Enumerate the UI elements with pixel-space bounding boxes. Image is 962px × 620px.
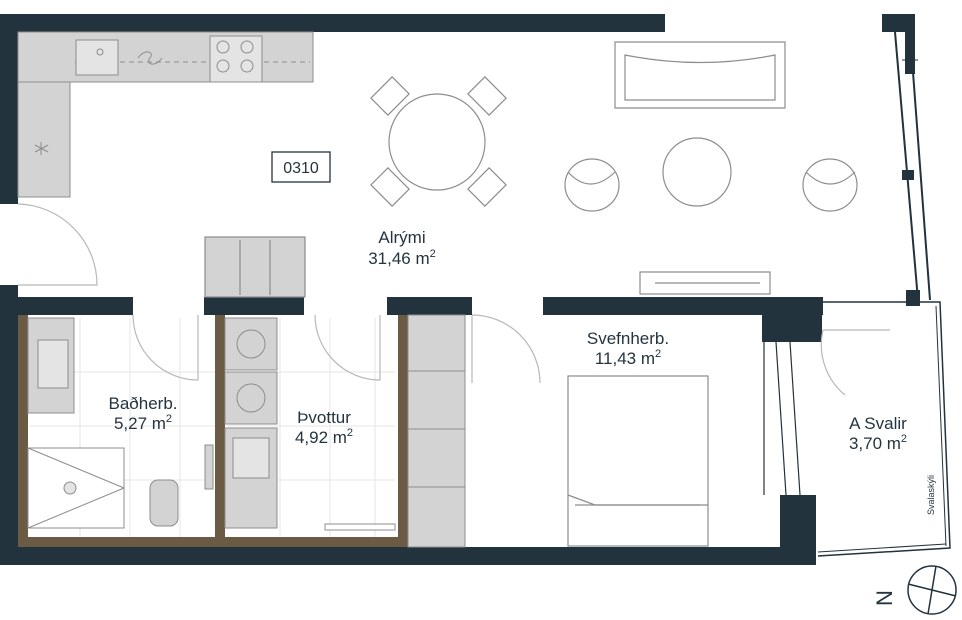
- wall-left-upper: [0, 14, 18, 204]
- bed: [567, 375, 709, 547]
- compass-north-label: N: [872, 590, 897, 606]
- room-area: 5,27 m: [114, 414, 166, 433]
- wall-top-right: [882, 14, 912, 32]
- unit-id: 0310: [283, 160, 319, 177]
- room-area-sup: 2: [901, 433, 907, 445]
- room-name: Alrými: [378, 228, 425, 247]
- wall-interior-4: [543, 297, 823, 315]
- svg-text:5,27 m2: 5,27 m2: [114, 413, 172, 433]
- room-area: 11,43 m: [595, 349, 655, 368]
- room-name: Baðherb.: [109, 394, 178, 413]
- wall-bottom: [0, 547, 800, 565]
- balcony-outline: [763, 301, 951, 557]
- room-label-laundry: Þvottur 4,92 m2: [295, 408, 353, 447]
- wall-left-lower: [0, 285, 18, 565]
- room-area-sup: 2: [166, 413, 172, 425]
- room-label-balcony: A Svalir 3,70 m2: [849, 414, 907, 453]
- svg-text:11,43 m2: 11,43 m2: [595, 348, 661, 368]
- bedroom-balcony-wall-bottom: [780, 495, 816, 565]
- kitchen-counters: [17, 31, 314, 198]
- room-label-bedroom: Svefnherb. 11,43 m2: [587, 329, 669, 368]
- bedroom-balcony-wall-top: [762, 297, 822, 342]
- svg-text:31,46 m2: 31,46 m2: [368, 248, 436, 268]
- wall-interior-3: [387, 297, 472, 315]
- room-label-bath: Baðherb. 5,27 m2: [109, 394, 178, 433]
- room-name: Svefnherb.: [587, 329, 669, 348]
- balcony-shield-label: Svalaskýli: [926, 475, 936, 515]
- wet-room-walls: [18, 315, 408, 547]
- svg-text:3,70 m2: 3,70 m2: [849, 433, 907, 453]
- room-area-sup: 2: [430, 248, 436, 260]
- room-area-sup: 2: [655, 348, 661, 360]
- room-label-living: Alrými 31,46 m2: [368, 228, 436, 268]
- compass-icon: [907, 565, 957, 615]
- door-swings: [17, 203, 890, 396]
- laundry-fixtures: [224, 317, 396, 531]
- wardrobe: [407, 314, 466, 548]
- room-area: 31,46 m: [368, 249, 429, 268]
- window-facade: [894, 31, 931, 301]
- wall-interior-1: [18, 297, 133, 315]
- living-furniture: [204, 41, 858, 298]
- room-area: 4,92 m: [295, 428, 347, 447]
- walls: [0, 14, 920, 565]
- dining-set: [370, 76, 507, 207]
- room-area-sup: 2: [347, 427, 353, 439]
- wall-top: [0, 14, 665, 32]
- room-name: A Svalir: [849, 414, 907, 433]
- room-area: 3,70 m: [849, 434, 901, 453]
- wall-interior-2: [204, 297, 304, 315]
- unit-id-box: [271, 151, 331, 183]
- svg-text:4,92 m2: 4,92 m2: [295, 427, 353, 447]
- bathroom-fixtures: [27, 317, 214, 529]
- room-name: Þvottur: [297, 408, 351, 427]
